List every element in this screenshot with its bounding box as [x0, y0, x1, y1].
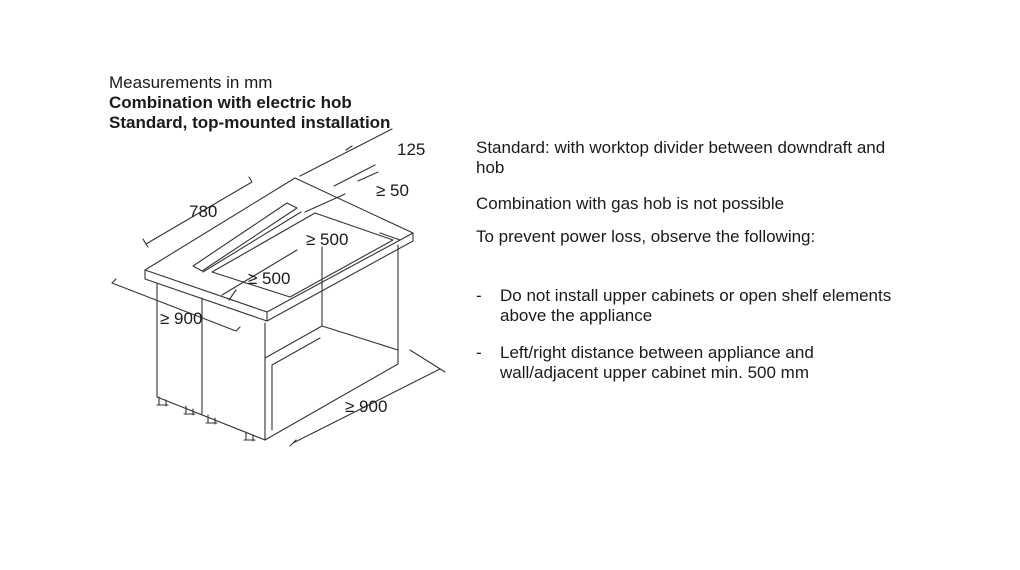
note-standard: Standard: with worktop divider between d… — [476, 138, 886, 177]
dim-900-height: ≥ 900 — [160, 309, 202, 328]
bullet-dash: - — [476, 286, 482, 305]
bullet-text: Left/right distance between appliance an… — [500, 343, 814, 382]
dim-900-height-line — [111, 278, 241, 332]
dim-50-line — [333, 164, 379, 187]
dim-780: 780 — [189, 202, 217, 221]
dim-900-depth-line — [289, 349, 446, 447]
dim-125-line — [299, 128, 393, 177]
foot-2 — [183, 405, 196, 416]
dim-500-front-line — [221, 249, 298, 301]
dim-50: ≥ 50 — [376, 181, 409, 200]
worktop-divider — [202, 211, 302, 273]
installation-notes: Standard: with worktop divider between d… — [476, 138, 916, 400]
diagram-heading: Measurements in mm Combination with elec… — [109, 73, 390, 133]
foot-3 — [205, 414, 218, 425]
foot-4 — [243, 431, 256, 442]
note-gas: Combination with gas hob is not possible — [476, 194, 785, 213]
dim-500-top-line — [304, 193, 401, 241]
downdraft-slot — [192, 202, 298, 272]
dim-780-line — [142, 176, 253, 248]
foot-1 — [156, 396, 169, 407]
dim-125: 125 — [397, 140, 425, 159]
hob-cutout — [211, 212, 394, 298]
note-bullet: - Do not install upper cabinets or open … — [476, 286, 916, 326]
bullet-dash: - — [476, 343, 482, 362]
dim-500-front: ≥ 500 — [248, 269, 290, 288]
bullet-text: Do not install upper cabinets or open sh… — [500, 286, 892, 325]
heading-combination: Combination with electric hob — [109, 93, 352, 112]
note-bullet: - Left/right distance between appliance … — [476, 343, 916, 383]
cabinet-side — [264, 244, 399, 441]
heading-installation: Standard, top-mounted installation — [109, 113, 391, 132]
dim-900-depth: ≥ 900 — [345, 397, 387, 416]
worktop-top — [144, 177, 414, 313]
dim-500-top: ≥ 500 — [306, 230, 348, 249]
heading-units: Measurements in mm — [109, 73, 273, 92]
worktop-edge — [144, 232, 414, 322]
cabinet-interior — [264, 246, 399, 431]
note-power: To prevent power loss, observe the follo… — [476, 227, 816, 246]
